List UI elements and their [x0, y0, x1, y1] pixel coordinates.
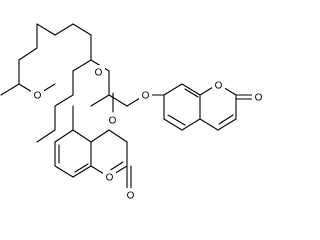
o-label-bg: [31, 88, 44, 101]
bond-lines: [0, 23, 253, 191]
o-label-bg: [252, 90, 265, 103]
o-label-bg: [124, 188, 137, 201]
o-ring-bottom-label: O: [106, 173, 114, 184]
o-ring-right-label: O: [215, 81, 223, 92]
structure-canvas: O O O O O O O O: [0, 23, 265, 202]
o-lactone-carbonyl-bottom-label: O: [127, 191, 135, 202]
atom-labels: O O O O O O O O: [31, 65, 265, 202]
o-label-bg: [92, 65, 105, 78]
o-carbonyl-left-label: O: [95, 68, 103, 79]
o-label-bg: [139, 88, 152, 101]
molecule-diagram: O O O O O O O O: [0, 23, 265, 202]
o-lactone-carbonyl-right-label: O: [255, 93, 263, 104]
o-label-bg: [103, 170, 116, 183]
o-label-bg: [212, 78, 225, 91]
o-ester-right-label: O: [142, 91, 150, 102]
o-ester-left-label: O: [34, 91, 42, 102]
o-label-bg: [106, 113, 119, 126]
o-carbonyl-middle-label: O: [109, 116, 117, 127]
